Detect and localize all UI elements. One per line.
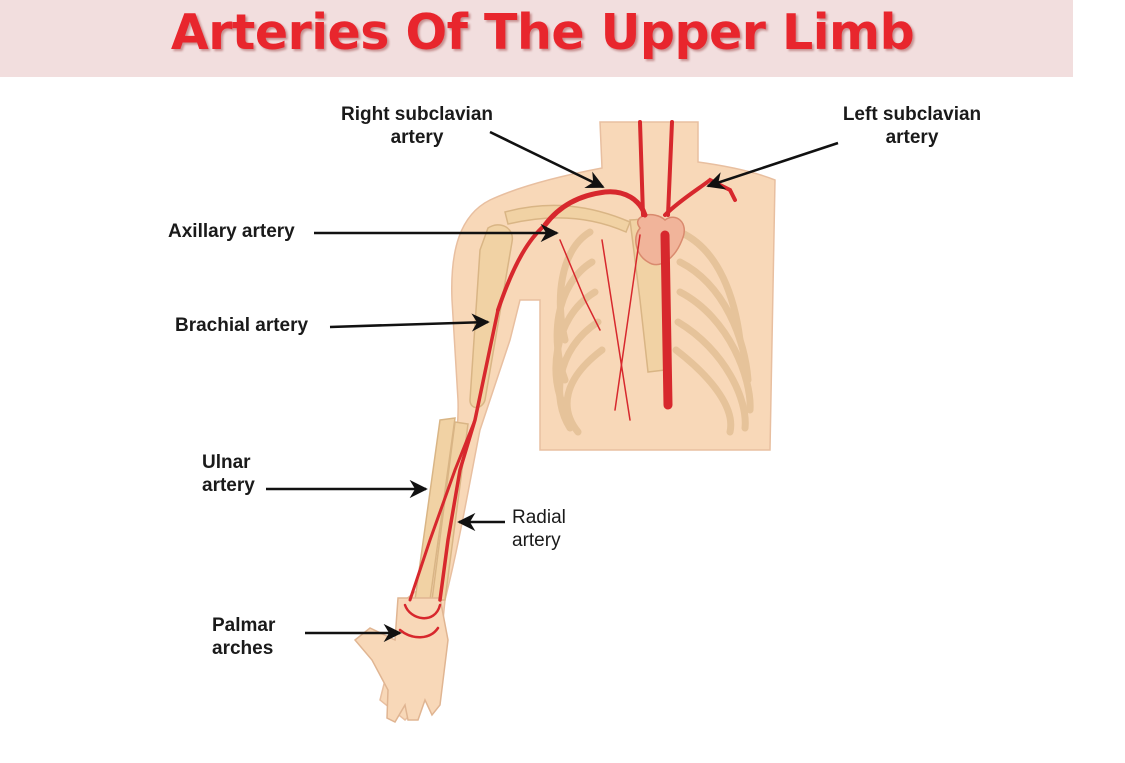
label-palmar-arches: Palmar arches [212, 615, 276, 659]
label-axillary-artery: Axillary artery [168, 221, 295, 242]
label-left-subclavian-artery: Left subclavian artery [842, 104, 982, 148]
heart [635, 213, 685, 266]
arrow-brachial [329, 313, 490, 332]
hand [353, 597, 449, 723]
title-band [0, 0, 1073, 77]
label-radial-artery: Radial artery [512, 507, 566, 551]
page-title: Arteries Of The Upper Limb [170, 4, 915, 61]
arrow-right-subclavian [489, 130, 605, 189]
leader-arrows [266, 130, 839, 643]
arrow-left-subclavian [706, 141, 839, 190]
label-brachial-artery: Brachial artery [175, 315, 309, 336]
label-ulnar-artery: Ulnar artery [202, 452, 255, 496]
label-right-subclavian-artery: Right subclavian artery [340, 104, 494, 148]
rib-cage [552, 228, 754, 436]
